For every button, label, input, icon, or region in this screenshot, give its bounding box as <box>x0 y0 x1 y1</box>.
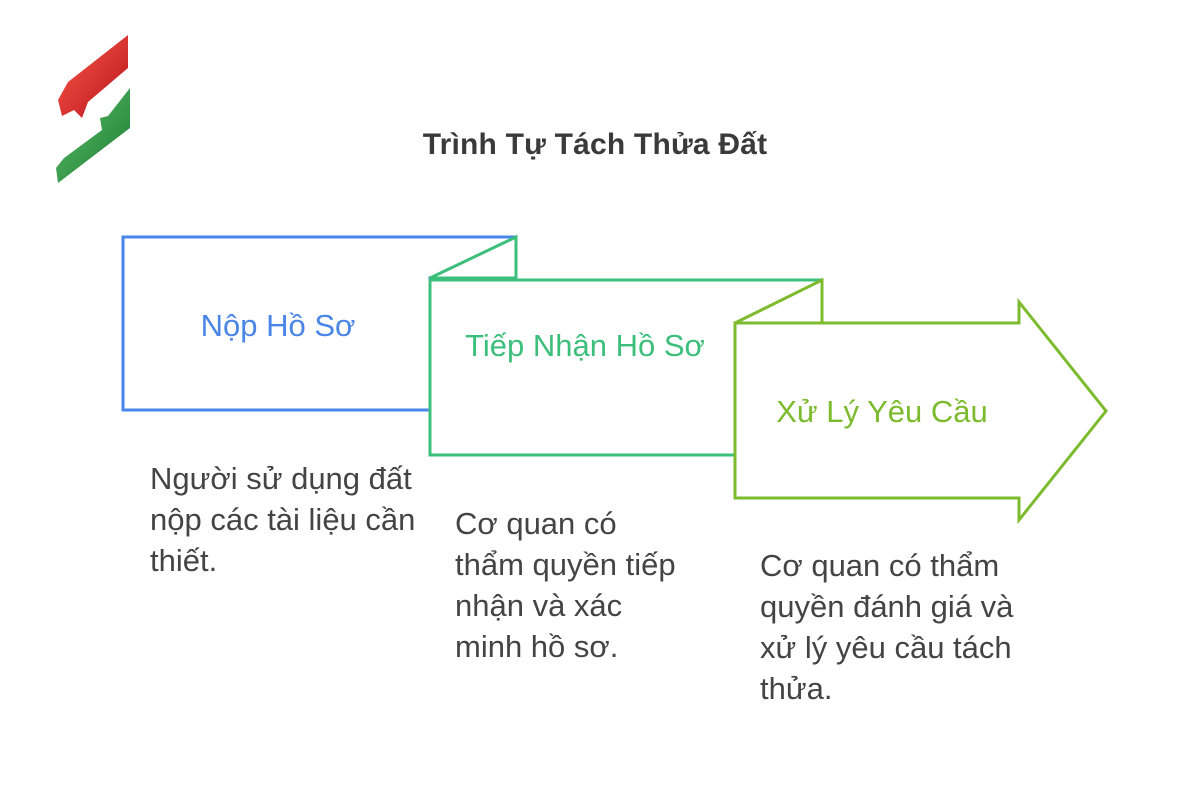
logo-red-stroke <box>58 35 128 118</box>
step-2-label: Tiếp Nhận Hồ Sơ <box>465 328 705 363</box>
step-1-description: Người sử dụng đất nộp các tài liệu cần t… <box>150 461 416 578</box>
step-3-arrow <box>733 297 1108 525</box>
diagram-title: Trình Tự Tách Thửa Đất <box>422 128 768 161</box>
logo-green-stroke <box>56 88 130 183</box>
step-1-fold <box>429 234 518 280</box>
brand-logo <box>56 35 130 183</box>
step-3-description: Cơ quan có thẩm quyền đánh giá và xử lý … <box>760 548 1014 706</box>
step-2-description: Cơ quan có thẩm quyền tiếp nhận và xác m… <box>455 506 676 664</box>
step-3-label: Xử Lý Yêu Cầu <box>776 394 988 429</box>
step-1-label: Nộp Hồ Sơ <box>200 308 356 343</box>
